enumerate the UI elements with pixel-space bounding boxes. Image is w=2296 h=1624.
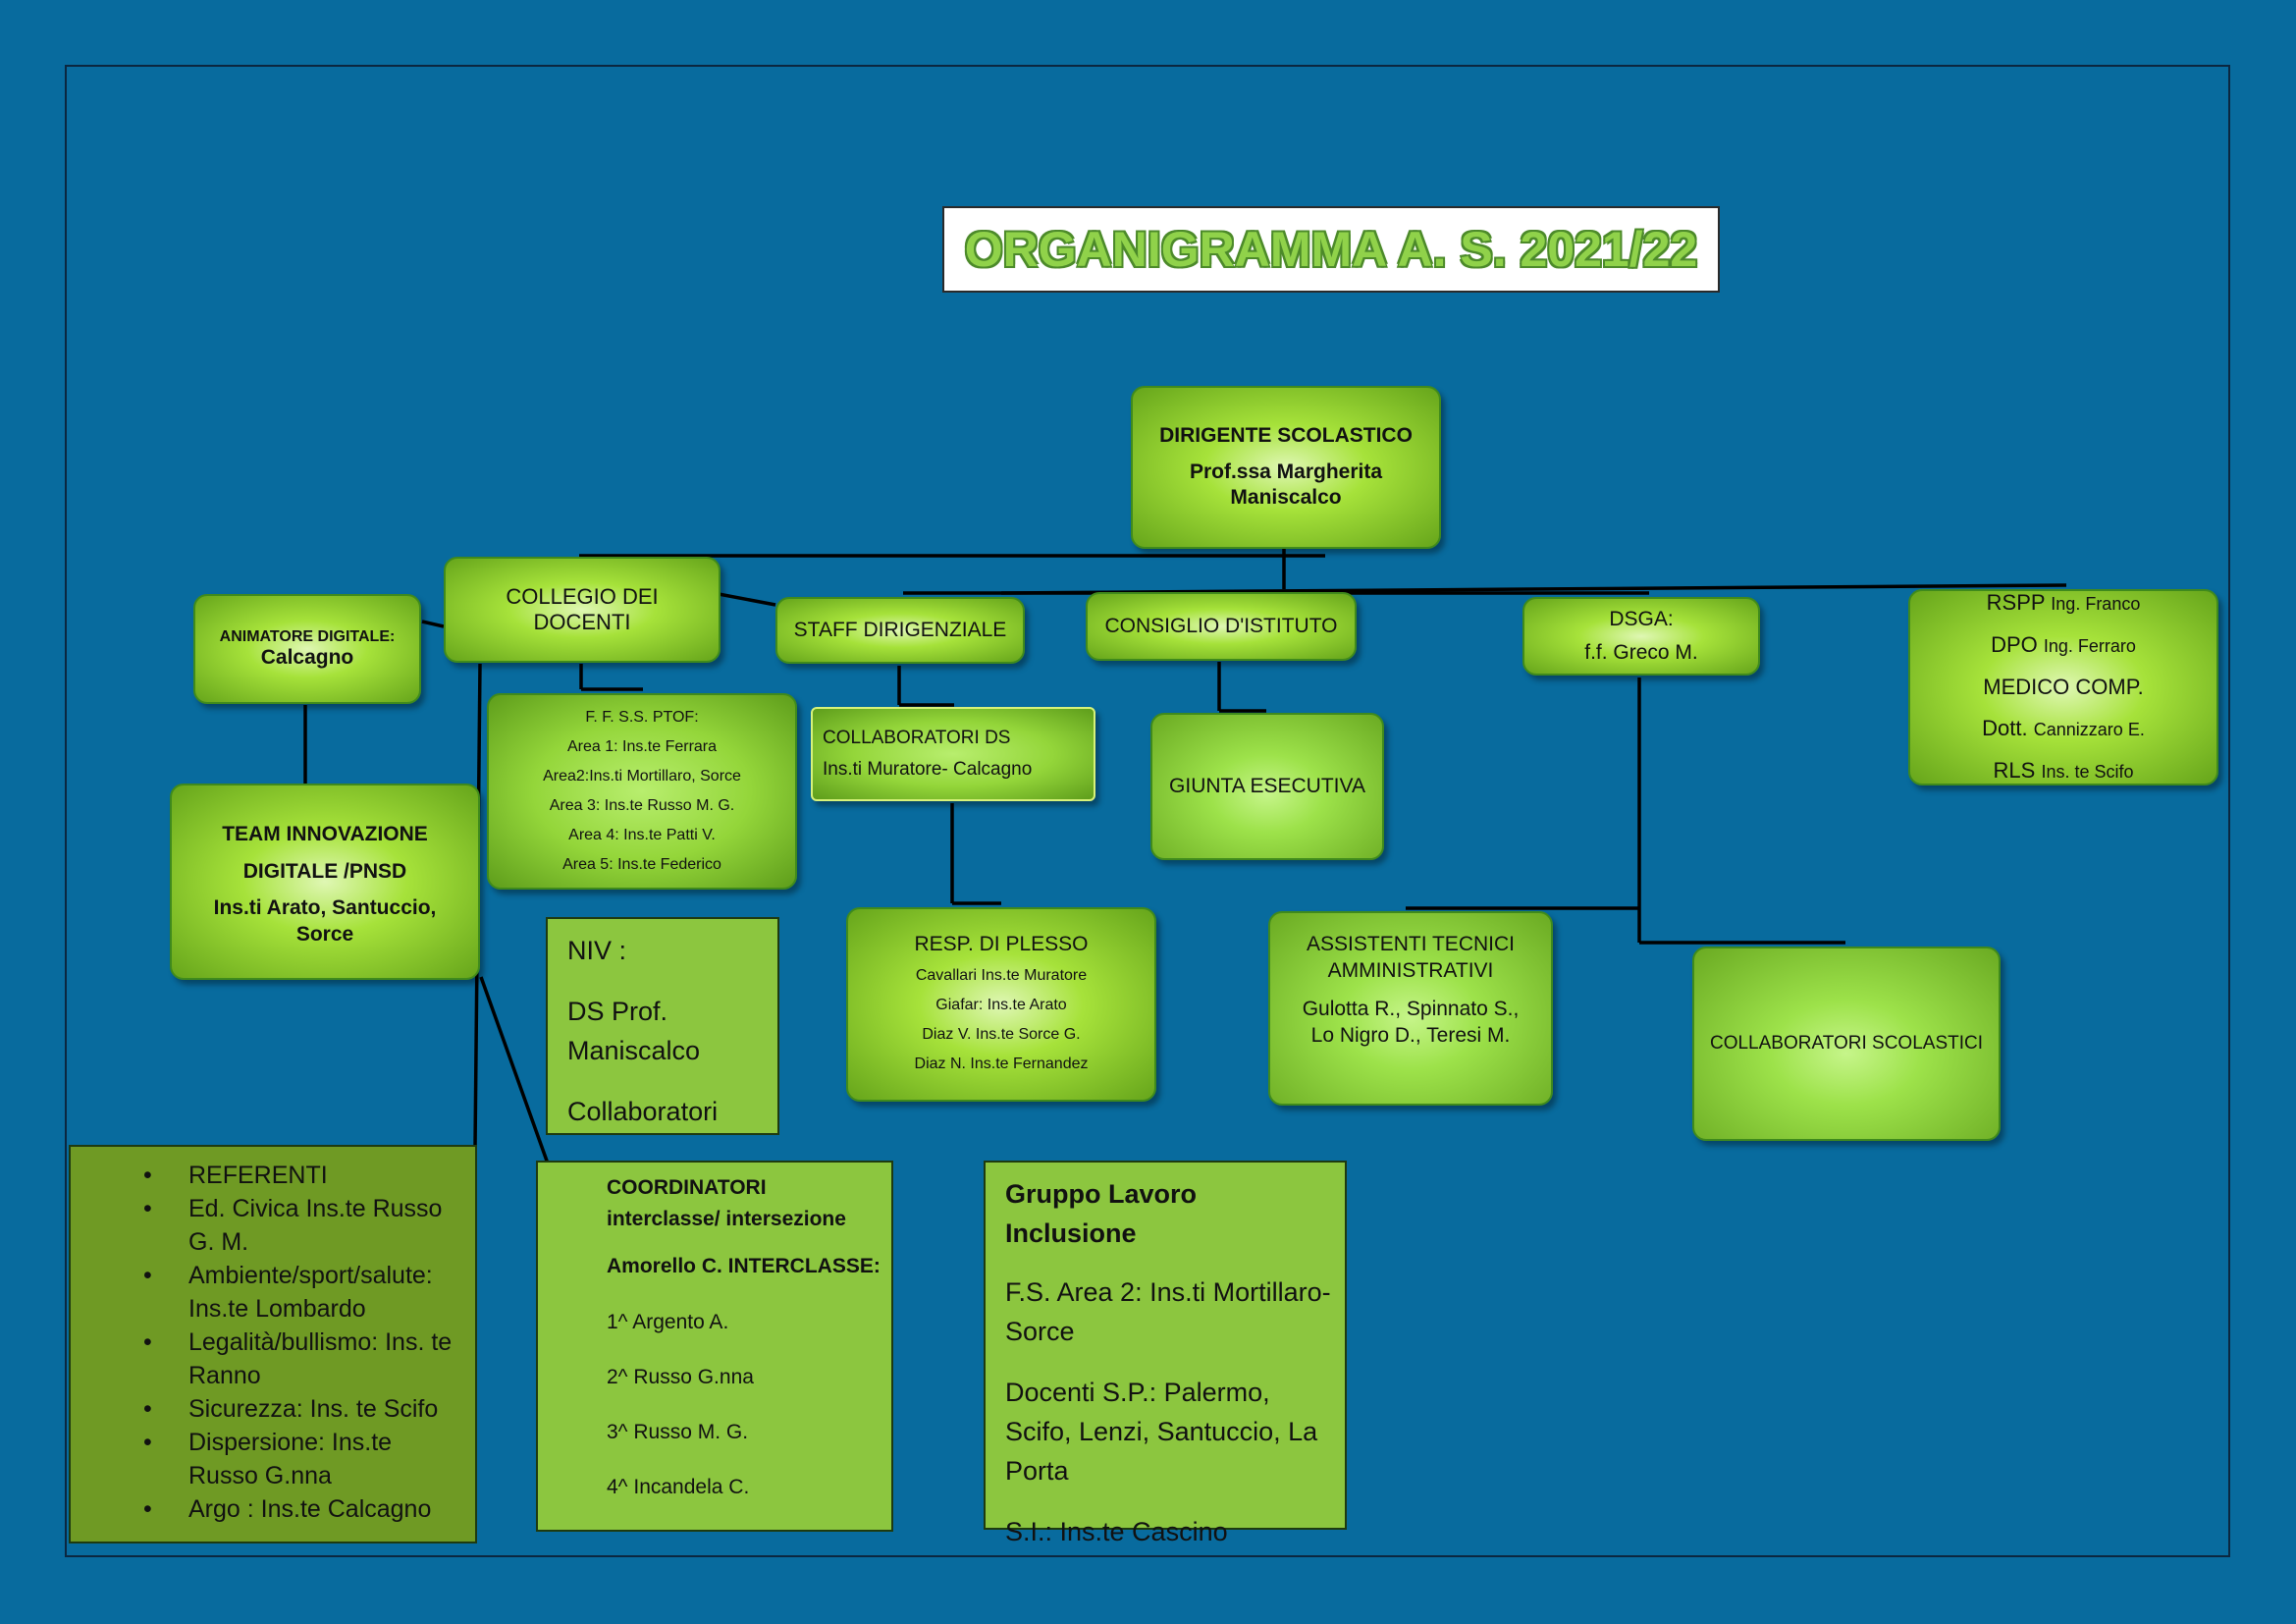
node-giunta-esecutiva: GIUNTA ESECUTIVA [1150,713,1384,860]
diagram-frame [65,65,2230,1557]
team-heading-2: DIGITALE /PNSD [242,860,407,883]
consiglio-label: CONSIGLIO D'ISTITUTO [1104,615,1338,637]
safety-dpo-role: DPO [1991,632,2038,657]
dirigente-name: Prof.ssa Margherita Maniscalco [1189,460,1383,509]
node-staff-dirigenziale: STAFF DIRIGENZIALE [775,597,1025,664]
safety-rspp-role: RSPP [1986,590,2046,615]
box-referenti: REFERENTI Ed. Civica Ins.te Russo G. M. … [69,1145,477,1543]
node-dirigente: DIRIGENTE SCOLASTICO Prof.ssa Margherita… [1131,386,1441,549]
niv-line-1: DS Prof. [567,997,668,1026]
animatore-name: Calcagno [260,646,354,669]
connector-collegio-staff [718,592,776,607]
ffss-line-4: Area 4: Ins.te Patti V. [568,827,716,843]
referenti-item: Ed. Civica Ins.te Russo G. M. [71,1192,475,1259]
resp-plesso-heading: RESP. DI PLESSO [914,933,1089,955]
collaboratori-ds-names: Ins.ti Muratore- Calcagno [823,759,1033,780]
title-box: ORGANIGRAMMA A. S. 2021/22 [942,206,1720,293]
referenti-item: Ambiente/sport/salute: Ins.te Lombardo [71,1259,475,1326]
node-collaboratori-scolastici: COLLABORATORI SCOLASTICI [1692,947,2001,1141]
box-gruppo-lavoro-inclusione: Gruppo Lavoro Inclusione F.S. Area 2: In… [984,1161,1347,1546]
referenti-item: Sicurezza: Ins. te Scifo [71,1392,475,1426]
giunta-label: GIUNTA ESECUTIVA [1169,775,1365,797]
collegio-label: COLLEGIO DEI DOCENTI [506,584,659,634]
node-assistenti-tecnici: ASSISTENTI TECNICI AMMINISTRATIVI Gulott… [1268,911,1553,1106]
box-niv: NIV : DS Prof. Maniscalco Collaboratori [546,917,779,1135]
dirigente-heading: DIRIGENTE SCOLASTICO [1159,424,1413,447]
node-animatore-digitale: ANIMATORE DIGITALE: Calcagno [193,594,421,704]
niv-line-3: Collaboratori [567,1097,719,1126]
coordinatori-item: 2^ Russo G.nna [607,1366,754,1388]
referenti-list: REFERENTI Ed. Civica Ins.te Russo G. M. … [71,1159,475,1526]
safety-line-medico: MEDICO COMP. [1983,667,2143,708]
team-members: Ins.ti Arato, Santuccio, Sorce [213,896,437,946]
resp-plesso-line-1: Giafar: Ins.te Arato [935,997,1067,1013]
safety-line-rspp: RSPP Ing. Franco [1987,582,2141,624]
safety-medico-role: MEDICO COMP. [1983,675,2144,699]
safety-line-dpo: DPO Ing. Ferraro [1991,624,2136,667]
node-team-innovazione: TEAM INNOVAZIONE DIGITALE /PNSD Ins.ti A… [170,784,480,980]
resp-plesso-line-2: Diaz V. Ins.te Sorce G. [922,1026,1081,1043]
coordinatori-subheading: Amorello C. INTERCLASSE: [607,1255,881,1277]
assistenti-names-2: Lo Nigro D., Teresi M. [1310,1024,1511,1047]
safety-rls-role: RLS [1993,758,2036,783]
node-collaboratori-ds: COLLABORATORI DS Ins.ti Muratore- Calcag… [811,707,1095,801]
coordinatori-item: 1^ Argento A. [607,1311,729,1333]
animatore-heading: ANIMATORE DIGITALE: [219,628,396,645]
connector-animatore-collegio [421,620,445,628]
referenti-item: Argo : Ins.te Calcagno [71,1492,475,1526]
connector-collegio-coordinatori [479,976,550,1164]
ffss-line-3: Area 3: Ins.te Russo M. G. [549,797,735,814]
safety-line-rls: RLS Ins. te Scifo [1994,750,2134,792]
gli-line-2: Docenti S.P.: Palermo, Scifo, Lenzi, San… [1005,1378,1318,1486]
gli-line-1: F.S. Area 2: Ins.ti Mortillaro- Sorce [1005,1277,1331,1346]
referenti-item: Dispersione: Ins.te Russo G.nna [71,1426,475,1492]
resp-plesso-line-0: Cavallari Ins.te Muratore [915,967,1088,984]
node-funzioni-strumentali: F. F. S.S. PTOF: Area 1: Ins.te Ferrara … [487,693,797,890]
staff-label: STAFF DIRIGENZIALE [793,619,1007,641]
coordinatori-item: 4^ Incandela C. [607,1476,750,1498]
referenti-item: Legalità/bullismo: Ins. te Ranno [71,1326,475,1392]
resp-plesso-line-3: Diaz N. Ins.te Fernandez [914,1056,1089,1072]
ffss-line-0: F. F. S.S. PTOF: [585,709,699,726]
ffss-line-1: Area 1: Ins.te Ferrara [566,738,718,755]
collaboratori-ds-heading: COLLABORATORI DS [823,728,1011,748]
safety-dott-name: Cannizzaro E. [2033,720,2145,739]
node-safety-roles: RSPP Ing. Franco DPO Ing. Ferraro MEDICO… [1908,589,2218,785]
node-consiglio-istituto: CONSIGLIO D'ISTITUTO [1086,592,1357,661]
box-coordinatori: COORDINATORI interclasse/ intersezione A… [536,1161,893,1532]
node-resp-plesso: RESP. DI PLESSO Cavallari Ins.te Murator… [846,907,1156,1102]
gli-line-3: S.I.: Ins.te Cascino [1005,1517,1228,1546]
safety-rls-name: Ins. te Scifo [2041,762,2134,782]
collaboratori-scolastici-label: COLLABORATORI SCOLASTICI [1709,1033,1984,1054]
coordinatori-heading: COORDINATORI interclasse/ intersezione [607,1176,846,1230]
safety-dpo-name: Ing. Ferraro [2043,636,2136,656]
node-dsga: DSGA: f.f. Greco M. [1522,597,1760,676]
dsga-heading: DSGA: [1609,608,1674,630]
node-collegio-docenti: COLLEGIO DEI DOCENTI [444,557,721,663]
team-heading-1: TEAM INNOVAZIONE [222,823,428,845]
assistenti-heading-1: ASSISTENTI TECNICI [1307,933,1515,955]
safety-line-dott: Dott. Cannizzaro E. [1982,708,2145,750]
assistenti-heading-2: AMMINISTRATIVI [1327,959,1494,982]
assistenti-names-1: Gulotta R., Spinnato S., [1302,998,1520,1020]
ffss-line-5: Area 5: Ins.te Federico [562,856,721,873]
referenti-item: REFERENTI [71,1159,475,1192]
safety-dott-role: Dott. [1982,716,2028,740]
niv-heading: NIV : [567,936,627,965]
safety-rspp-name: Ing. Franco [2051,594,2141,614]
niv-line-2: Maniscalco [567,1036,701,1065]
gli-heading: Gruppo Lavoro Inclusione [1005,1179,1197,1248]
coordinatori-item: 3^ Russo M. G. [607,1421,749,1443]
page-title: ORGANIGRAMMA A. S. 2021/22 [964,222,1698,277]
ffss-line-2: Area2:Ins.ti Mortillaro, Sorce [543,768,741,785]
dsga-name: f.f. Greco M. [1584,641,1698,664]
